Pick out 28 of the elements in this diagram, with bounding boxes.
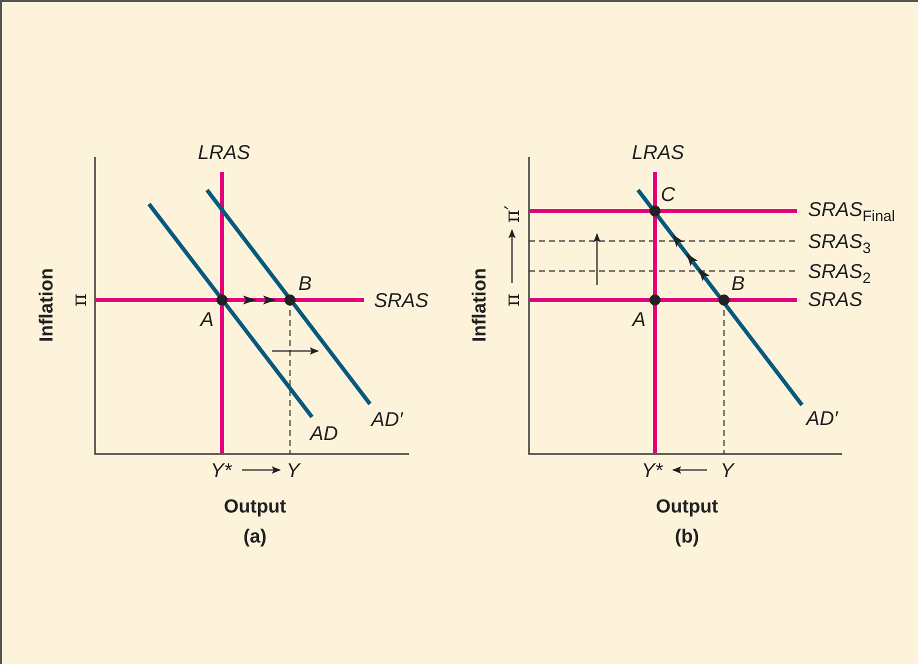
axis-title: Output (224, 498, 286, 516)
point-label: B (298, 274, 312, 294)
tick-label: Y* (210, 461, 232, 481)
curve-label: SRAS$_{3}$ (808, 232, 871, 252)
axis-title: Inflation (470, 268, 490, 342)
curve-label: SRAS$_{Final}$ (808, 200, 895, 220)
point-label: B (731, 274, 745, 294)
curve-label: SRAS$_{2}$ (808, 262, 871, 282)
tick-label: π (502, 293, 522, 307)
curve-label: AD′ (806, 409, 838, 429)
tick-label: Y* (641, 461, 663, 481)
curve-label: LRAS (198, 143, 250, 163)
tick-label: Y (286, 461, 300, 481)
tick-label: Y (720, 461, 734, 481)
curve-label: AD (310, 424, 338, 444)
curve-label: AD′ (371, 410, 403, 430)
tick-label: π′ (502, 205, 522, 223)
panel-label: (b) (674, 528, 700, 546)
curve-label: LRAS (632, 143, 684, 163)
axis-title: Inflation (38, 268, 56, 342)
panel-label: (a) (243, 528, 267, 546)
curve-label: SRAS (374, 291, 428, 311)
point-label: C (660, 185, 676, 205)
curve-label: SRAS (808, 290, 862, 310)
point-label: A (632, 310, 646, 330)
point-label: A (200, 310, 214, 330)
axis-title: Output (656, 498, 718, 516)
tick-label: π (69, 293, 89, 307)
